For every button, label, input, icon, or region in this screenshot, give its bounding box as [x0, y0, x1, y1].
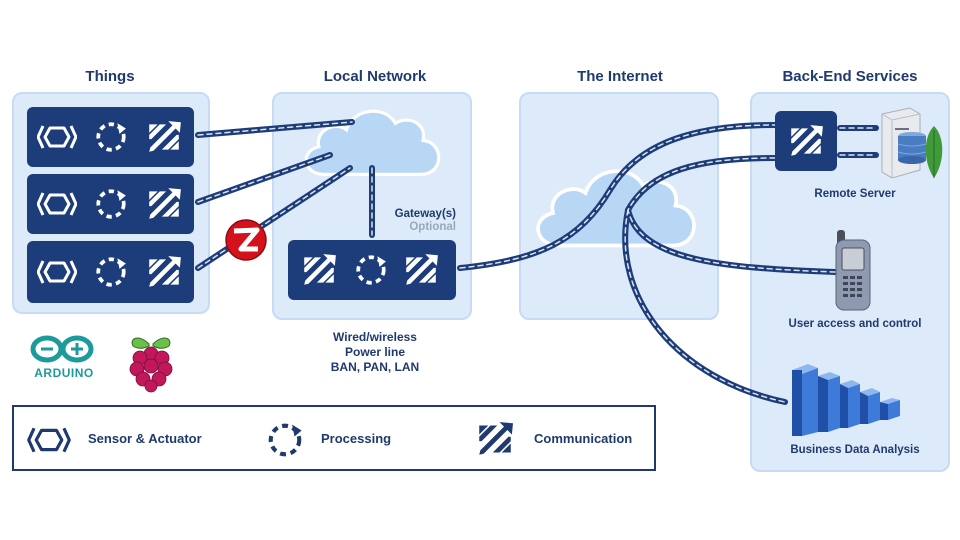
raspberry-pi-logo-icon: [129, 337, 173, 393]
communication-icon: [145, 187, 183, 221]
legend: Sensor & Actuator Processing Communicati…: [12, 405, 656, 471]
arduino-logo-text: ARDUINO: [34, 366, 94, 380]
caption-line: Power line: [344, 345, 406, 359]
sensor-actuator-icon: [37, 189, 77, 219]
server-database-icon: [881, 107, 943, 179]
communication-icon: [145, 255, 183, 289]
local-network-caption: Wired/wireless Power line BAN, PAN, LAN: [300, 330, 450, 375]
communication-icon: [145, 120, 183, 154]
legend-label-processing: Processing: [321, 431, 392, 446]
legend-label-sensor: Sensor & Actuator: [88, 431, 202, 446]
link-gateway-internet: [457, 122, 778, 271]
communication-icon: [787, 124, 825, 158]
sensor-actuator-icon: [26, 424, 72, 456]
zigbee-logo-icon: [225, 219, 267, 261]
thing-device-2[interactable]: [27, 174, 194, 234]
caption-line: BAN, PAN, LAN: [330, 360, 420, 374]
things-heading: Things: [85, 68, 135, 85]
communication-icon: [474, 421, 516, 457]
link-internet-phone: [624, 155, 838, 275]
caption-line: Wired/wireless: [333, 330, 417, 344]
gateway-label: Gateway(s): [394, 208, 456, 220]
business-data-label: Business Data Analysis: [790, 444, 920, 456]
thing-device-1[interactable]: [27, 107, 194, 167]
local-network-heading: Local Network: [323, 68, 427, 85]
mobile-phone-icon: [835, 230, 871, 311]
processing-icon: [266, 421, 304, 459]
processing-icon: [354, 253, 388, 287]
backend-router[interactable]: [775, 111, 837, 171]
communication-icon: [402, 253, 440, 287]
sensor-actuator-icon: [37, 122, 77, 152]
legend-label-communication: Communication: [534, 431, 633, 446]
remote-server-label: Remote Server: [814, 188, 896, 200]
gateway-optional-label: Optional: [409, 221, 456, 233]
processing-icon: [94, 120, 128, 154]
internet-heading: The Internet: [577, 68, 663, 85]
processing-icon: [94, 255, 128, 289]
sensor-actuator-icon: [37, 257, 77, 287]
processing-icon: [94, 187, 128, 221]
communication-icon: [300, 253, 338, 287]
arduino-logo-icon: [30, 335, 94, 363]
business-analytics-chart-icon: [792, 364, 900, 436]
backend-heading: Back-End Services: [782, 68, 918, 85]
gateway-device[interactable]: [288, 240, 456, 300]
thing-device-3[interactable]: [27, 241, 194, 303]
user-access-label: User access and control: [788, 318, 922, 330]
